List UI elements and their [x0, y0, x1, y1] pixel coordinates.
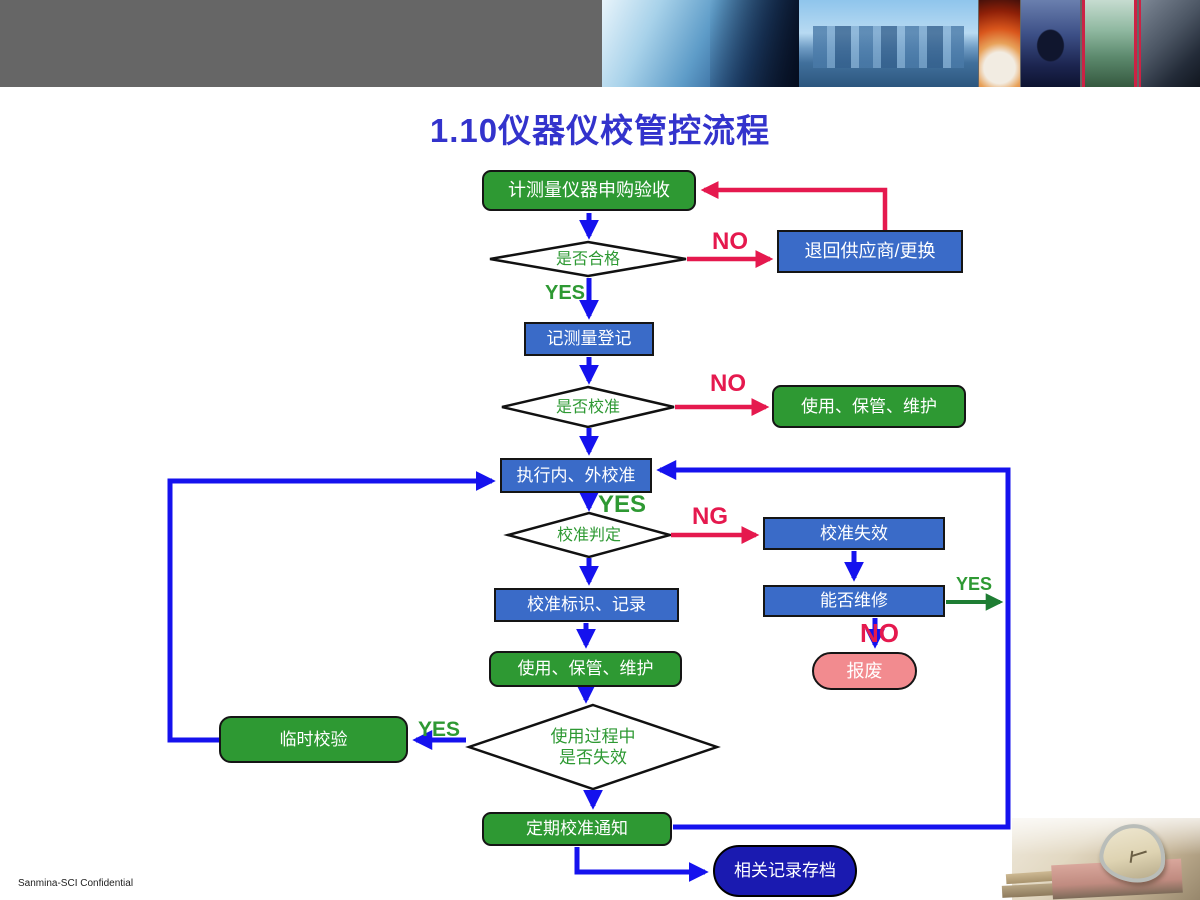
- decision-judgement-label: 校准判定: [556, 527, 621, 544]
- handshake-photo: [602, 0, 799, 87]
- decision-fail-in-use-label: 使用过程中 是否失效: [550, 727, 636, 768]
- furnace-orange-photo: [979, 0, 1020, 87]
- edge-return-to-purchase: [700, 181, 888, 230]
- node-return-supplier: 退回供应商/更换: [777, 230, 963, 273]
- label-fail-yes: YES: [418, 718, 461, 741]
- label-need-calibration-no: NO: [710, 370, 746, 397]
- top-banner: [0, 0, 1200, 87]
- machinery-dark-photo: [1139, 0, 1200, 87]
- factory-floor-photo: [1082, 0, 1137, 87]
- node-calibration-invalid: 校准失效: [763, 517, 945, 550]
- node-register: 记测量登记: [524, 322, 654, 356]
- label-judgement-ng: NG: [692, 503, 728, 530]
- node-scrap: 报废: [812, 652, 917, 690]
- label-qualified-no: NO: [712, 228, 748, 255]
- node-can-repair: 能否维修: [763, 585, 945, 617]
- node-periodic-notice: 定期校准通知: [482, 812, 672, 846]
- label-repair-yes: YES: [956, 574, 993, 594]
- decision-qualified-label: 是否合格: [555, 251, 620, 268]
- clock-on-books-photo: [1001, 818, 1200, 900]
- node-execute-calibration: 执行内、外校准: [500, 458, 652, 493]
- node-archive-records: 相关记录存档: [713, 845, 857, 897]
- node-use-keep-maintain-right: 使用、保管、维护: [772, 385, 966, 428]
- edge-tempcheck-loop-to-execute: [167, 471, 496, 743]
- label-execute-yes: YES: [598, 491, 647, 518]
- confidential-note: Sanmina-SCI Confidential: [18, 878, 134, 889]
- page-title: 1.10仪器仪校管控流程: [429, 112, 771, 149]
- node-calibration-mark-record: 校准标识、记录: [494, 588, 679, 622]
- node-temporary-check: 临时校验: [219, 716, 408, 763]
- edge-periodic-to-archive: [574, 847, 709, 882]
- node-use-keep-maintain-mid: 使用、保管、维护: [489, 651, 682, 687]
- decision-need-calibration-label: 是否校准: [555, 399, 620, 416]
- label-repair-no: NO: [860, 618, 899, 648]
- helicopter-photo: [1021, 0, 1080, 87]
- node-purchase-acceptance: 计测量仪器申购验收: [482, 170, 696, 211]
- label-qualified-yes: YES: [545, 282, 586, 304]
- city-skyline-photo: [799, 0, 978, 87]
